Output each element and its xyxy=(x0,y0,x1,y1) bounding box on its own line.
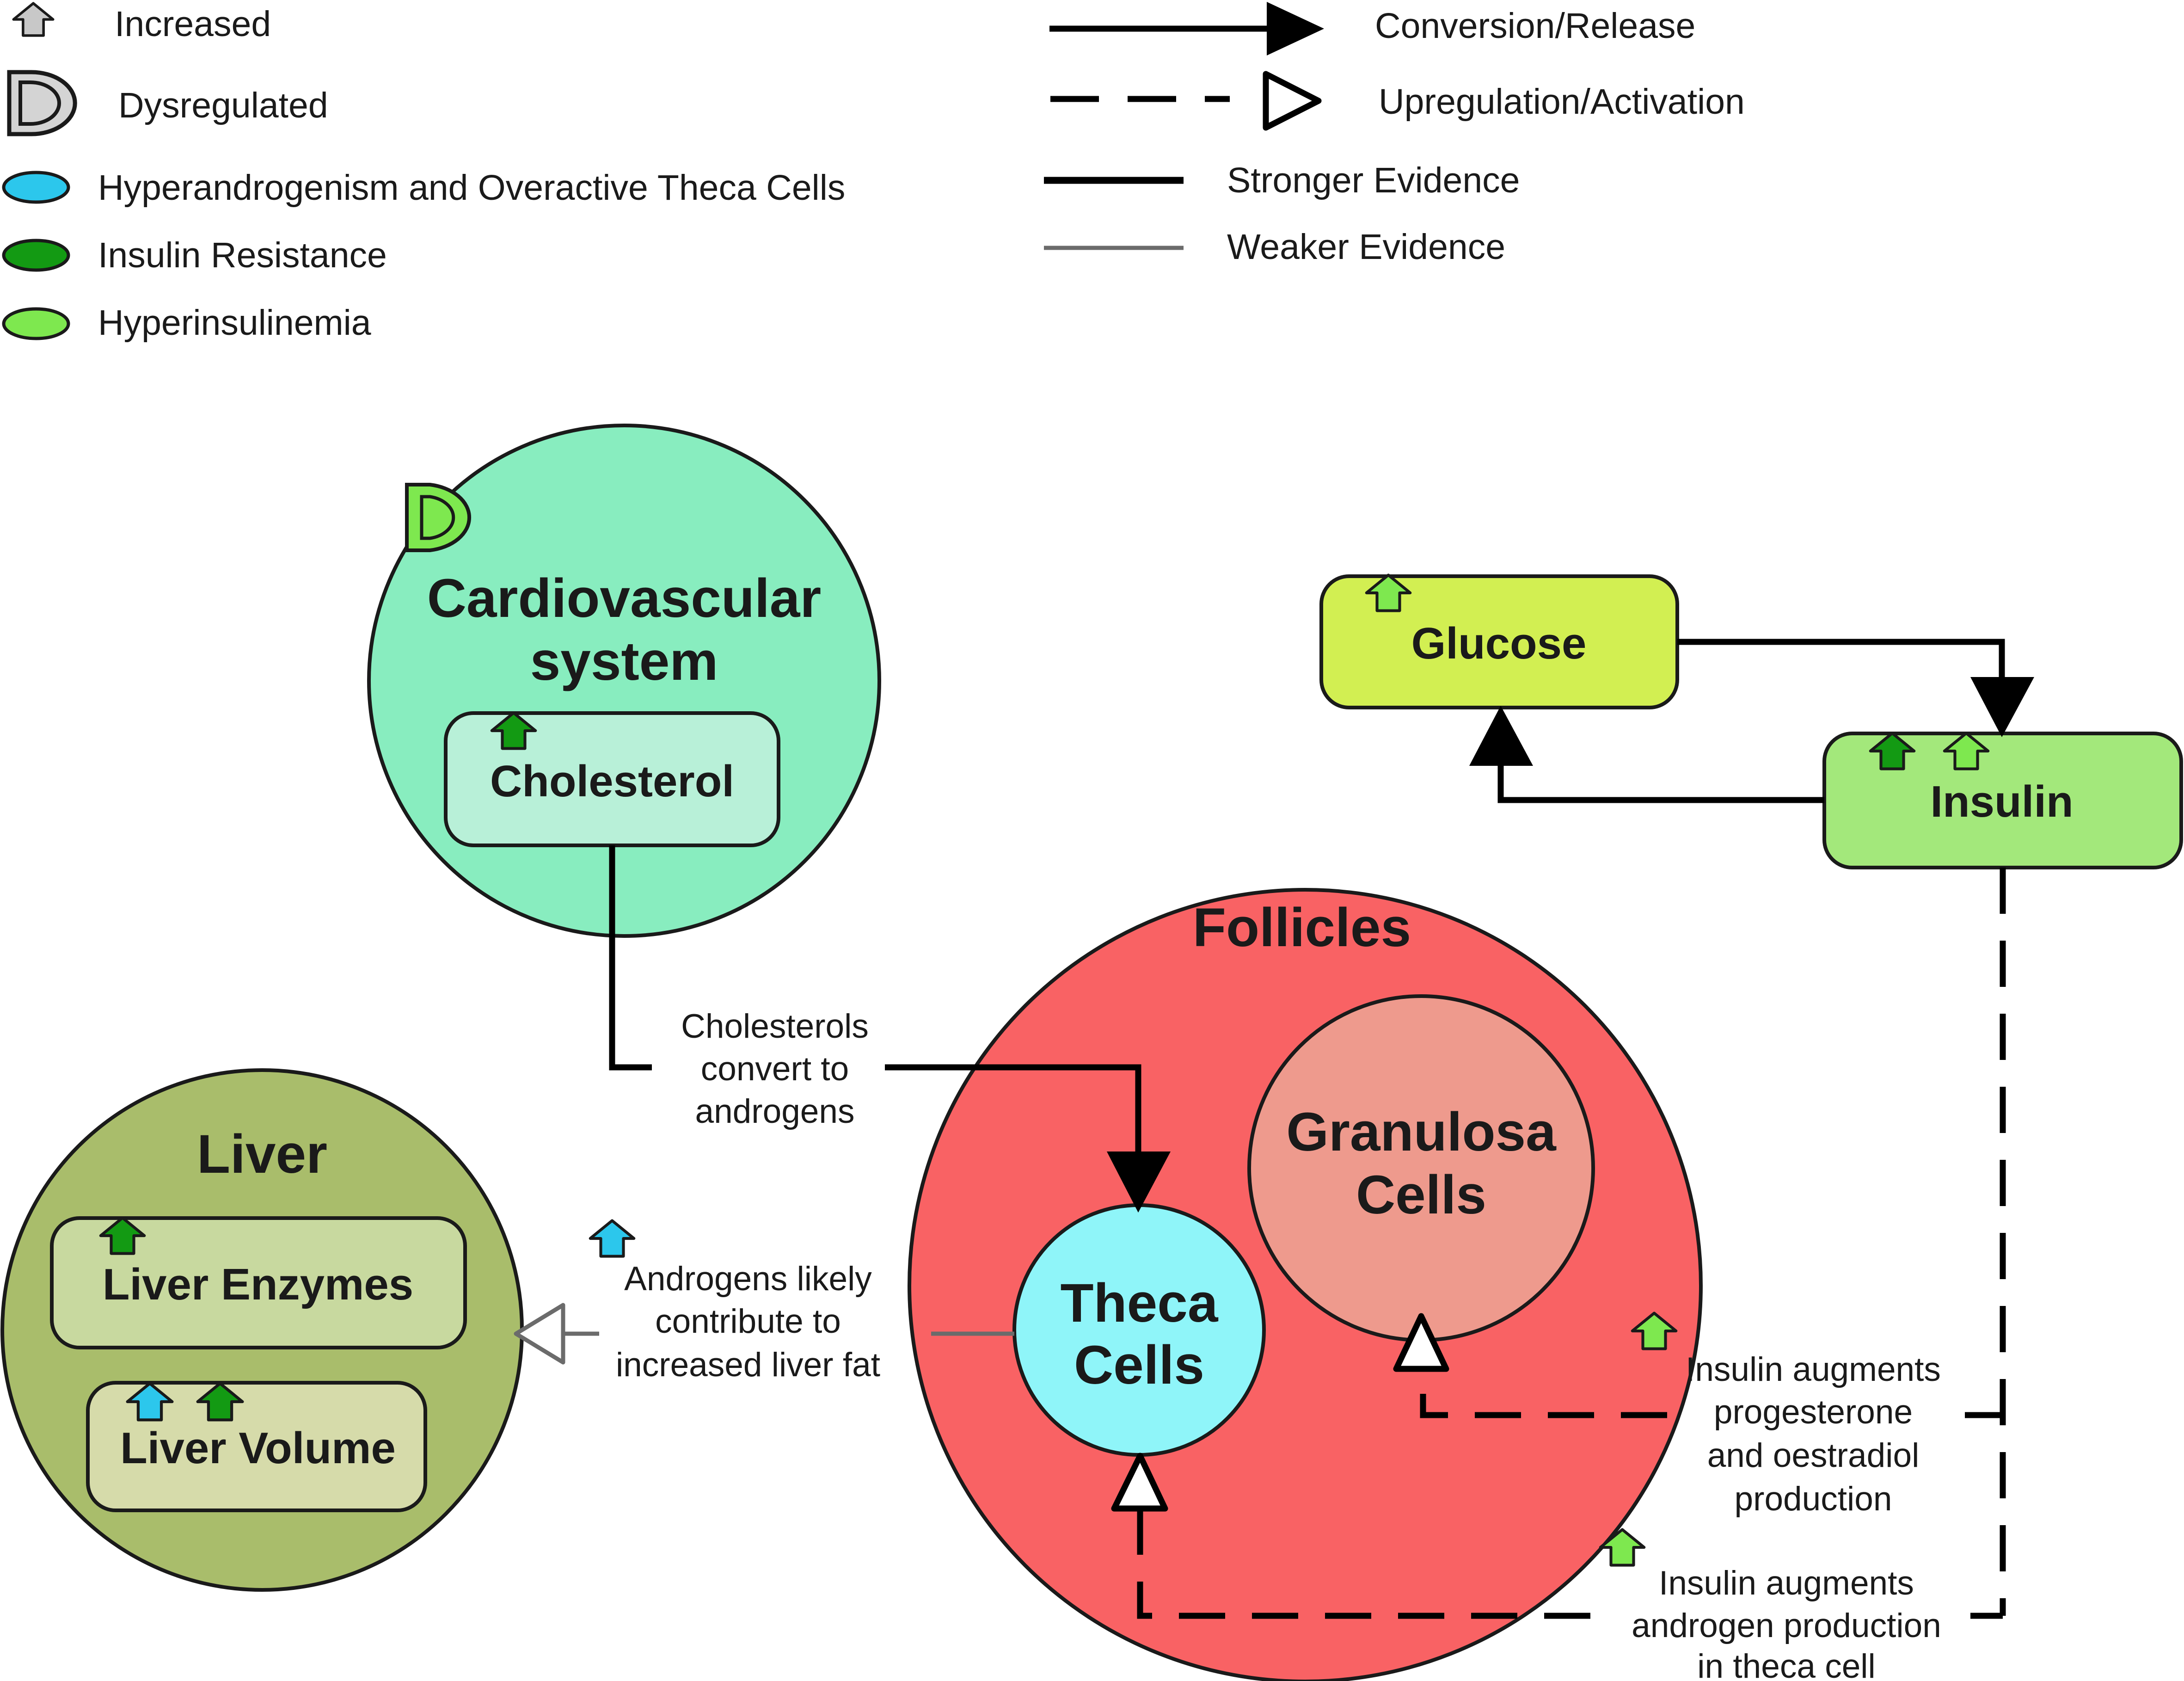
liver: Liver Liver Enzymes Liver Volume xyxy=(0,1068,524,1592)
legend-increased: Increased xyxy=(13,3,271,44)
granulosa-label-line2: Cells xyxy=(1356,1164,1486,1225)
filled-arrowhead-icon xyxy=(1267,2,1324,55)
legend-insulin-resistance-label: Insulin Resistance xyxy=(98,235,387,275)
theca-label-line2: Cells xyxy=(1074,1335,1204,1396)
liver-volume-label: Liver Volume xyxy=(120,1423,396,1473)
insulin-label: Insulin xyxy=(1930,777,2073,826)
open-arrowhead-icon xyxy=(514,1303,565,1365)
legend-hyperandrogenism: Hyperandrogenism and Overactive Theca Ce… xyxy=(2,168,845,208)
edge-glucose-insulin xyxy=(1677,639,2034,737)
open-arrowhead-icon xyxy=(1263,71,1322,131)
cardiovascular-system: Cardiovascular system Cholesterol xyxy=(367,424,881,938)
edge-insulin-granulosa: Insulin augments progesterone and oestra… xyxy=(1393,868,2006,1616)
liver-label: Liver xyxy=(197,1124,327,1185)
edge-progesterone-label-line2: progesterone xyxy=(1714,1393,1913,1431)
legend-hyperandrogenism-label: Hyperandrogenism and Overactive Theca Ce… xyxy=(98,168,845,208)
open-arrowhead-icon xyxy=(1111,1453,1168,1512)
legend-upregulation: Upregulation/Activation xyxy=(1050,71,1745,131)
edge-insulin-theca: Insulin augments androgen production in … xyxy=(1111,1453,2003,1681)
legend-stronger-label: Stronger Evidence xyxy=(1227,160,1520,200)
edge-cholesterol-theca: Cholesterols convert to androgens xyxy=(609,845,1171,1213)
glucose-node: Glucose xyxy=(1319,575,1679,709)
legend-weaker-label: Weaker Evidence xyxy=(1227,227,1505,267)
edge-androgen-label-line1: Androgens likely xyxy=(624,1260,872,1298)
legend-conversion-label: Conversion/Release xyxy=(1375,6,1695,46)
follicles-label: Follicles xyxy=(1193,897,1411,958)
edge-progesterone-label-line3: and oestradiol xyxy=(1707,1437,1920,1474)
legend-insulin-resistance: Insulin Resistance xyxy=(2,235,387,275)
edge-theca-label-line2: androgen production xyxy=(1632,1607,1941,1644)
edge-progesterone-label-line4: production xyxy=(1735,1480,1892,1518)
legend-dysregulated: Dysregulated xyxy=(7,70,328,136)
increased-arrow-icon xyxy=(590,1221,634,1256)
increased-arrow-icon xyxy=(13,3,53,36)
open-arrowhead-icon xyxy=(1393,1313,1449,1372)
legend-weaker: Weaker Evidence xyxy=(1044,227,1505,267)
edge-theca-liver: Androgens likely contribute to increased… xyxy=(514,1221,1014,1384)
legend-upregulation-label: Upregulation/Activation xyxy=(1379,82,1745,122)
filled-arrowhead-icon xyxy=(1107,1151,1171,1213)
hyperinsulinemia-swatch xyxy=(2,307,70,340)
edge-progesterone-label-line1: Insulin augments xyxy=(1686,1351,1941,1388)
liver-enzymes-label: Liver Enzymes xyxy=(103,1260,413,1309)
edge-theca-label-line1: Insulin augments xyxy=(1659,1564,1914,1602)
edge-theca-label-line3: in theca cell xyxy=(1697,1648,1876,1681)
legend: Increased Dysregulated Hyperandrogenism … xyxy=(2,2,1745,343)
filled-arrowhead-icon xyxy=(1469,706,1533,766)
insulin-resistance-swatch xyxy=(2,239,70,272)
cardio-title-line2: system xyxy=(530,631,718,692)
edge-androgen-label-line3: increased liver fat xyxy=(616,1346,880,1384)
insulin-node: Insulin xyxy=(1822,732,2183,869)
edge-insulin-glucose xyxy=(1469,706,1824,803)
legend-conversion: Conversion/Release xyxy=(1049,2,1695,55)
cholesterol-label: Cholesterol xyxy=(490,757,734,806)
edge-cholesterol-label-line3: androgens xyxy=(695,1093,854,1130)
granulosa-label-line1: Granulosa xyxy=(1286,1102,1557,1163)
legend-hyperinsulinemia: Hyperinsulinemia xyxy=(2,303,371,343)
dysregulated-d-icon xyxy=(7,70,77,136)
edge-androgen-label-line2: contribute to xyxy=(655,1303,841,1340)
liver-enzymes-box xyxy=(50,1216,467,1349)
glucose-label: Glucose xyxy=(1411,619,1587,668)
edge-cholesterol-label-line2: convert to xyxy=(701,1050,849,1088)
edge-cholesterol-label-line1: Cholesterols xyxy=(681,1008,869,1045)
follicles: Follicles Granulosa Cells Theca Cells xyxy=(908,888,1703,1681)
legend-stronger: Stronger Evidence xyxy=(1044,160,1520,200)
theca-label-line1: Theca xyxy=(1060,1273,1218,1334)
legend-increased-label: Increased xyxy=(115,4,271,44)
hyperandrogenism-swatch xyxy=(2,171,70,204)
legend-dysregulated-label: Dysregulated xyxy=(118,86,328,125)
cardio-title-line1: Cardiovascular xyxy=(427,568,822,629)
liver-volume-box xyxy=(86,1381,427,1512)
filled-arrowhead-icon xyxy=(1970,677,2034,737)
legend-hyperinsulinemia-label: Hyperinsulinemia xyxy=(98,303,371,343)
